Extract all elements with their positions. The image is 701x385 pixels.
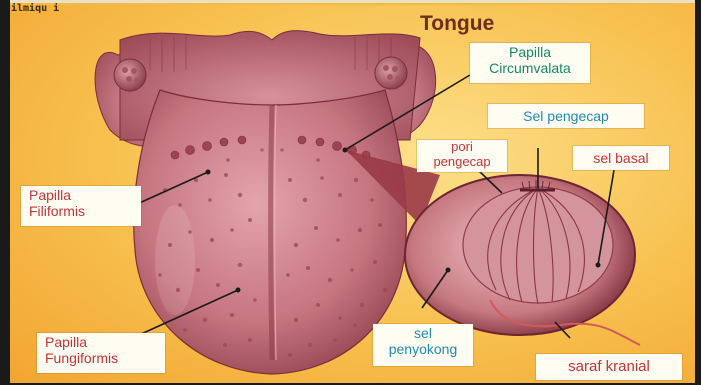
label-line: Sel pengecap	[488, 104, 644, 128]
label-line: sel basal	[573, 146, 669, 170]
taste-bud-magnified	[405, 175, 640, 345]
tonsil-right-icon	[375, 57, 407, 89]
label-line: Papilla	[470, 45, 590, 61]
label-papilla-circumvalata: Papilla Circumvalata	[470, 43, 590, 83]
tonsil-left-icon	[114, 59, 146, 91]
label-line: saraf kranial	[536, 354, 682, 380]
tongue-body	[134, 90, 407, 374]
label-line: Papilla	[45, 335, 165, 351]
label-pori-pengecap: pori pengecap	[417, 140, 507, 172]
label-line: Fungiformis	[45, 351, 165, 367]
label-line: Filiformis	[29, 204, 141, 220]
page-title: Tongue	[420, 12, 494, 36]
corner-text: ilmiqu i	[11, 3, 59, 14]
label-papilla-fungiformis: Papilla Fungiformis	[37, 333, 165, 373]
label-papilla-filiformis: Papilla Filiformis	[21, 186, 141, 226]
label-sel-penyokong: sel penyokong	[373, 324, 473, 366]
label-sel-basal: sel basal	[573, 146, 669, 170]
label-line: sel	[373, 326, 473, 342]
label-line: pori	[417, 140, 507, 155]
label-line: Papilla	[29, 188, 141, 204]
label-sel-pengecap: Sel pengecap	[488, 104, 644, 128]
label-line: pengecap	[417, 155, 507, 170]
label-saraf-kranial: saraf kranial	[536, 354, 682, 380]
label-line: Circumvalata	[470, 61, 590, 77]
label-line: penyokong	[373, 342, 473, 358]
